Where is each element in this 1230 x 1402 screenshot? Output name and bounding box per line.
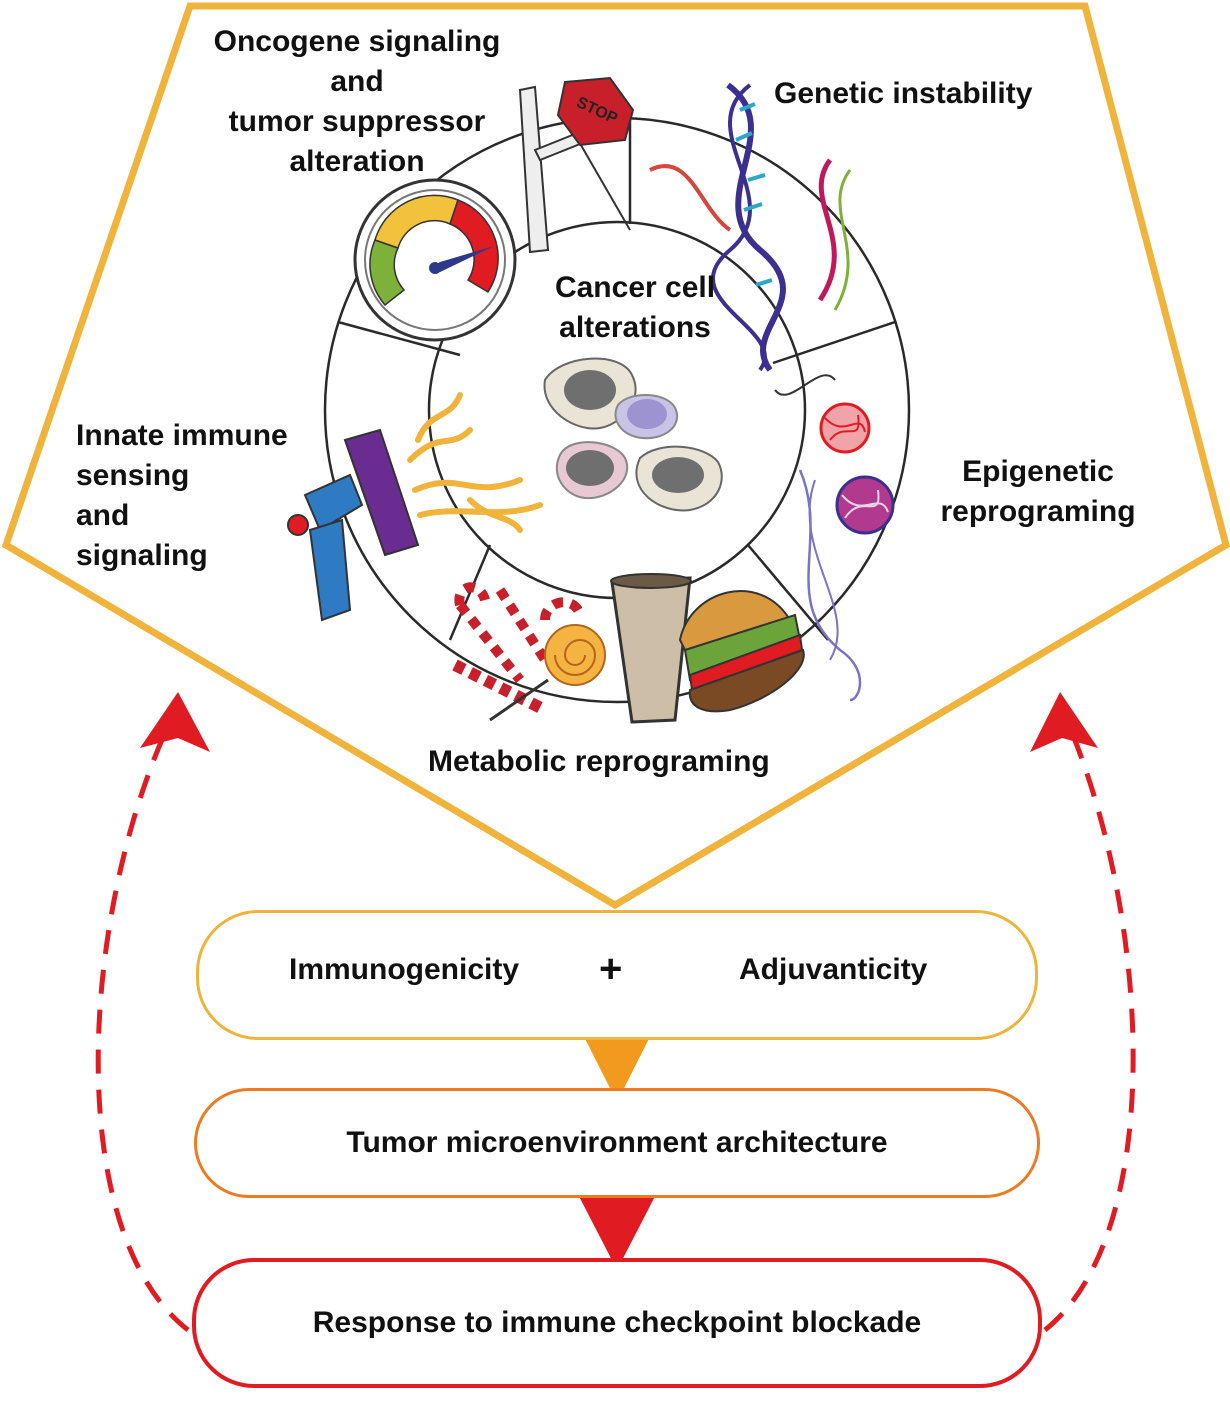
cancer-cell-alterations-label: Cancer cell alterations [554, 271, 716, 344]
innate-immune-label: Innate immune sensing and signaling [76, 419, 288, 572]
genetic-instability-label: Genetic instability [774, 77, 1033, 110]
plus-sign: + [599, 947, 623, 991]
yarn-ball-icon [774, 374, 895, 702]
metabolic-label: Metabolic reprograming [428, 745, 770, 778]
adjuvanticity-label: Adjuvanticity [739, 953, 928, 986]
gauge-icon [353, 178, 517, 342]
tumor-microenvironment-label: Tumor microenvironment architecture [346, 1126, 888, 1159]
pentagon-frame [1, 2, 1230, 910]
feedback-arrow-left [95, 703, 190, 1332]
cup-icon [610, 573, 692, 724]
oncogene-label: Oncogene signaling and tumor suppressor … [213, 25, 501, 178]
epigenetic-label: Epigenetic reprograming [940, 455, 1136, 528]
checkpoint-response-label: Response to immune checkpoint blockade [312, 1306, 922, 1339]
tumor-microenvironment-box: Tumor microenvironment architecture [194, 1088, 1040, 1198]
feedback-arrowhead-right [1030, 692, 1098, 752]
immunogenicity-adjuvanticity-box: Immunogenicity + Adjuvanticity [196, 910, 1038, 1040]
megaphone-icon [287, 392, 543, 622]
burger-icon [678, 590, 805, 713]
dna-helix-icon [649, 82, 852, 372]
checkpoint-response-box: Response to immune checkpoint blockade [192, 1258, 1042, 1388]
cancer-cells-icon [543, 357, 723, 512]
feedback-arrowhead-left [140, 692, 210, 752]
feedback-arrow-right [1043, 703, 1136, 1332]
flow-arrow-red [568, 1175, 666, 1270]
stop-sign-icon: STOP [518, 76, 635, 254]
candy-icon [452, 582, 606, 722]
immunogenicity-label: Immunogenicity [289, 953, 520, 986]
